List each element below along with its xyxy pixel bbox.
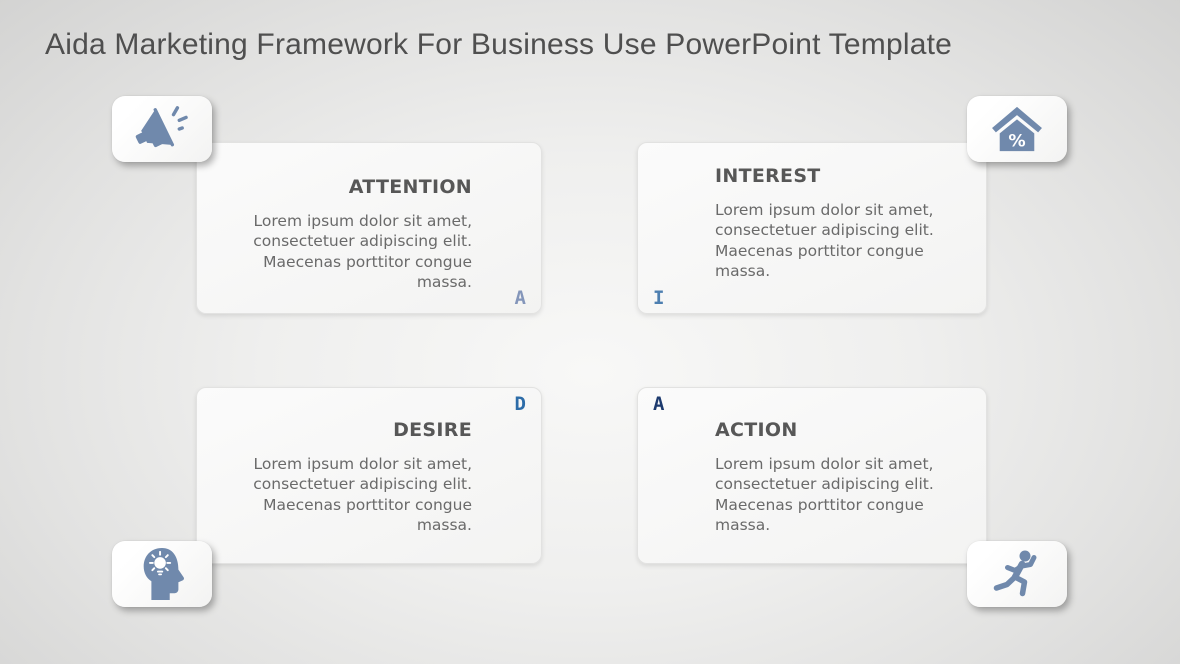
action-card-title: ACTION <box>715 419 798 441</box>
desire-letter-badge: D <box>514 393 526 415</box>
house-discount-icon-tile: % <box>967 96 1067 162</box>
action-card-content: ACTION Lorem ipsum dolor sit amet, conse… <box>638 388 986 563</box>
runner-icon-tile <box>967 541 1067 607</box>
megaphone-icon <box>131 104 193 154</box>
action-card: ACTION Lorem ipsum dolor sit amet, conse… <box>637 387 987 564</box>
megaphone-icon-tile <box>112 96 212 162</box>
interest-card-content: INTEREST Lorem ipsum dolor sit amet, con… <box>638 143 986 313</box>
attention-card-body: Lorem ipsum dolor sit amet, consectetuer… <box>253 212 472 292</box>
svg-text:%: % <box>1008 131 1025 151</box>
idea-head-icon <box>139 547 185 601</box>
desire-card-title: DESIRE <box>393 419 472 441</box>
attention-card-content: ATTENTION Lorem ipsum dolor sit amet, co… <box>197 143 541 313</box>
idea-head-icon-tile <box>112 541 212 607</box>
attention-card: ATTENTION Lorem ipsum dolor sit amet, co… <box>196 142 542 314</box>
interest-card: INTEREST Lorem ipsum dolor sit amet, con… <box>637 142 987 314</box>
house-discount-icon: % <box>990 105 1044 153</box>
attention-letter-badge: A <box>514 287 526 309</box>
desire-card: DESIRE Lorem ipsum dolor sit amet, conse… <box>196 387 542 564</box>
interest-card-body: Lorem ipsum dolor sit amet, consectetuer… <box>715 201 934 281</box>
action-card-body: Lorem ipsum dolor sit amet, consectetuer… <box>715 455 934 535</box>
attention-card-title: ATTENTION <box>348 176 472 198</box>
interest-letter-badge: I <box>653 287 665 309</box>
interest-card-title: INTEREST <box>715 165 821 187</box>
action-letter-badge: A <box>653 393 665 415</box>
runner-icon <box>992 549 1042 599</box>
desire-card-body: Lorem ipsum dolor sit amet, consectetuer… <box>253 455 472 535</box>
slide-title: Aida Marketing Framework For Business Us… <box>45 28 952 61</box>
desire-card-content: DESIRE Lorem ipsum dolor sit amet, conse… <box>197 388 541 563</box>
